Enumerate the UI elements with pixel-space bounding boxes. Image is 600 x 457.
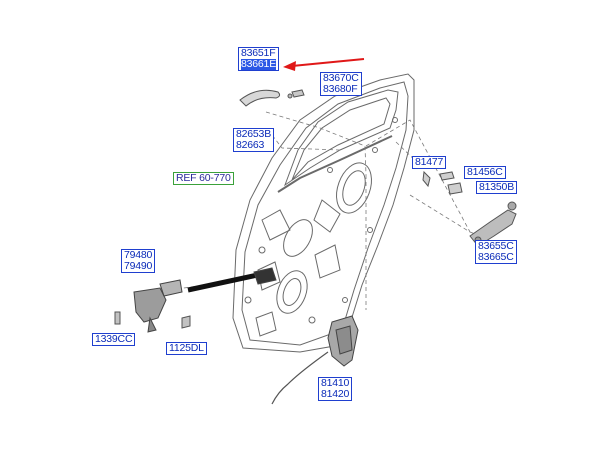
callout-ref[interactable]: REF 60-770 — [173, 172, 234, 185]
red-pointer-arrow — [283, 58, 365, 71]
callout-weatherstrip-code-2: 82663 — [236, 139, 265, 151]
callout-trim[interactable]: 83670C 83680F — [320, 72, 362, 96]
lock-parts-drawing — [422, 170, 463, 195]
callout-weatherstrip[interactable]: 82653B 82663 — [233, 128, 275, 152]
callout-bolt-b[interactable]: 1125DL — [166, 342, 207, 355]
callout-trim-code-1: 83670C — [323, 72, 359, 84]
latch-actuator-drawing — [271, 315, 359, 405]
callout-checker[interactable]: 79480 79490 — [121, 249, 156, 273]
callout-bracket[interactable]: 83655C 83665C — [475, 240, 517, 264]
callout-bolt-b-code: 1125DL — [169, 342, 204, 354]
door-panel-drawing — [232, 73, 415, 353]
callout-81350-code: 81350B — [479, 181, 515, 193]
callout-latch-code-1: 81410 — [321, 377, 350, 389]
callout-bolt-a-code: 1339CC — [95, 333, 133, 345]
bolt-drawing — [114, 311, 191, 329]
callout-81456[interactable]: 81456C — [464, 166, 506, 179]
callout-ref-text: REF 60-770 — [176, 172, 231, 184]
callout-checker-code-1: 79480 — [124, 249, 153, 261]
leader-lines — [169, 111, 481, 310]
callout-weatherstrip-code-1: 82653B — [236, 128, 272, 140]
callout-trim-code-2: 83680F — [323, 83, 358, 95]
callout-handle[interactable]: 83651F 83661E — [238, 47, 280, 71]
callout-handle-code-1: 83651F — [241, 47, 276, 59]
callout-bracket-code-1: 83655C — [478, 240, 514, 252]
callout-handle-code-2: 83661E — [241, 58, 277, 70]
callout-81456-code: 81456C — [467, 166, 503, 178]
callout-latch-code-2: 81420 — [321, 388, 350, 400]
callout-81477[interactable]: 81477 — [412, 156, 447, 169]
callout-checker-code-2: 79490 — [124, 260, 153, 272]
callout-bracket-code-2: 83665C — [478, 251, 514, 263]
callout-81350[interactable]: 81350B — [476, 181, 518, 194]
outside-handle-drawing — [239, 89, 305, 107]
door-checker-drawing — [133, 267, 277, 333]
callout-81477-code: 81477 — [415, 156, 444, 168]
callout-bolt-a[interactable]: 1339CC — [92, 333, 136, 346]
callout-latch[interactable]: 81410 81420 — [318, 377, 353, 401]
